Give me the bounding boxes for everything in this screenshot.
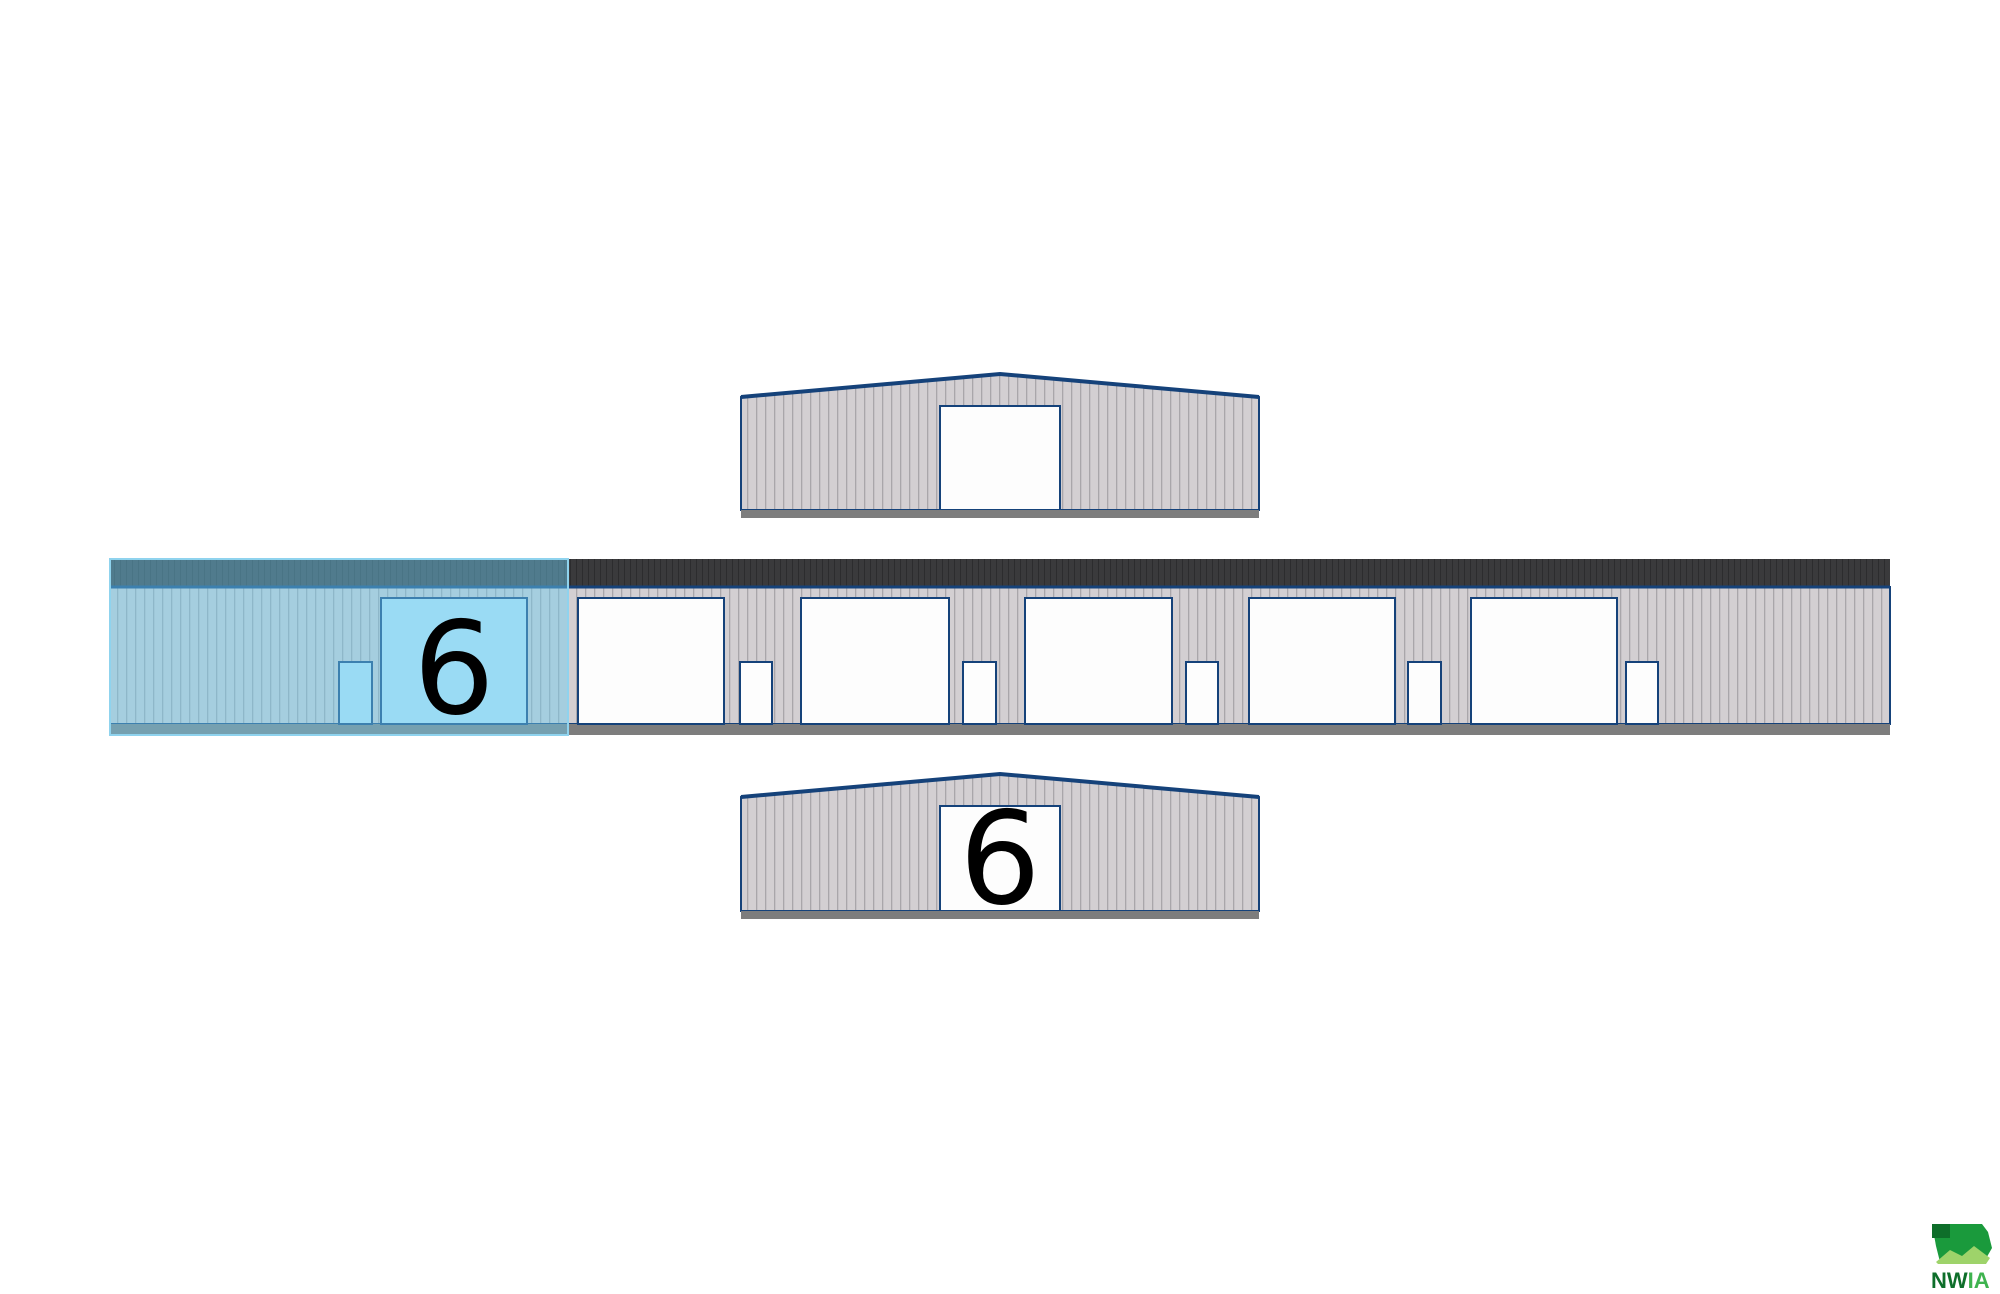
gable-roof-trim: [740, 371, 1260, 399]
svg-text:NWIA: NWIA: [1931, 1268, 1990, 1293]
gable-roof-trim: [740, 771, 1260, 799]
walk-door: [1185, 661, 1219, 725]
unit-6-end-label: 6: [959, 785, 1040, 934]
foundation-base: [741, 911, 1259, 919]
foundation-base: [110, 724, 1890, 735]
overhead-door: [800, 597, 950, 725]
end-elevation-bottom: 6: [740, 771, 1260, 934]
unit-6-label: 6: [413, 595, 494, 744]
walk-door: [962, 661, 997, 725]
overhead-door-unit-6: [380, 597, 528, 725]
roof-fascia: [110, 559, 1890, 587]
walk-door: [739, 661, 773, 725]
overhead-door: [939, 405, 1061, 511]
overhead-door: [1248, 597, 1396, 725]
overhead-door: [1470, 597, 1618, 725]
overhead-door: [1024, 597, 1173, 725]
walk-door: [1407, 661, 1442, 725]
logo-ia: IA: [1968, 1268, 1990, 1293]
front-elevation: 6: [109, 558, 1891, 744]
unit-6-highlight[interactable]: [109, 558, 569, 736]
foundation-base: [741, 510, 1259, 518]
walk-door: [1625, 661, 1659, 725]
nwia-logo: NWIA: [1931, 1224, 1992, 1293]
walk-door-unit-6: [338, 661, 373, 725]
end-elevation-top: [740, 371, 1260, 518]
overhead-door: [577, 597, 725, 725]
logo-nw: NW: [1931, 1268, 1968, 1293]
